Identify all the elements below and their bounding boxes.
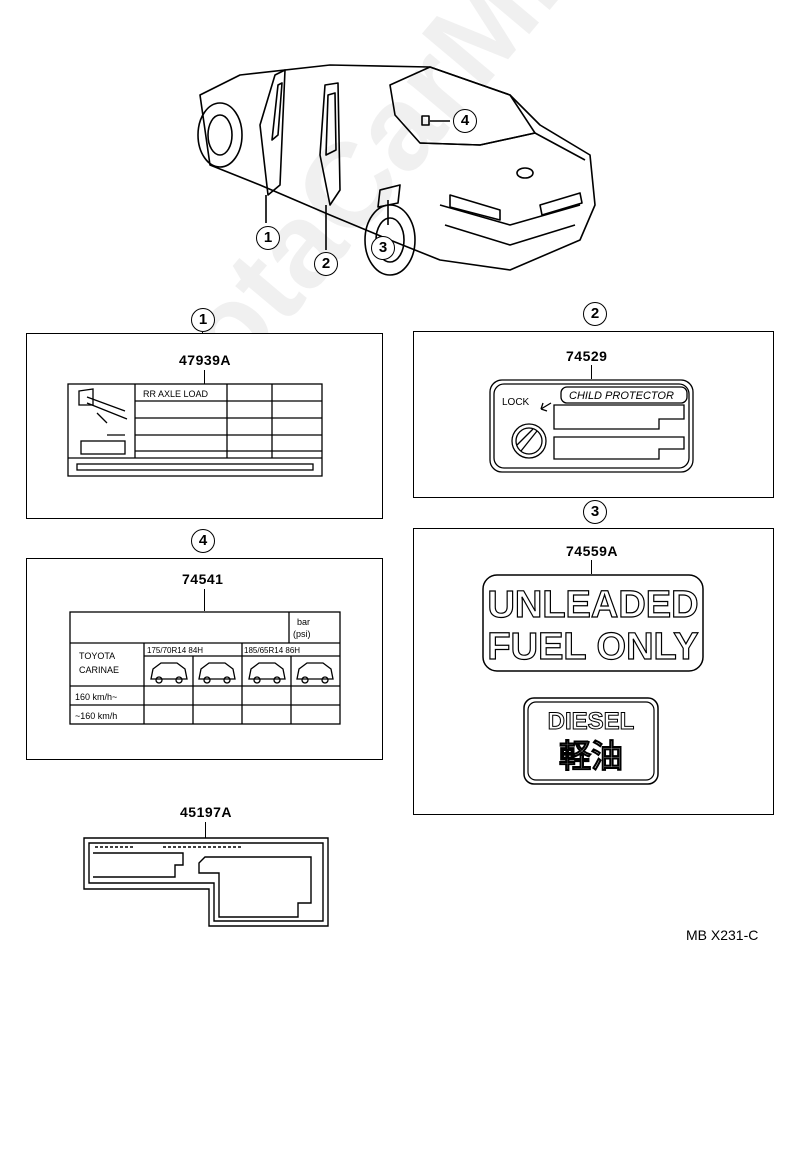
car-icon-2 <box>198 662 236 684</box>
label3-line1: UNLEADED <box>487 584 698 626</box>
rear-door <box>319 82 341 206</box>
label3-part-number: 74559A <box>566 543 619 559</box>
fuel-door <box>377 184 401 208</box>
label4-brand2: CARINAE <box>79 665 119 675</box>
label3-line2: FUEL ONLY <box>487 626 698 668</box>
callout-3: 3 <box>371 236 395 260</box>
label1-part-number: 47939A <box>179 352 232 368</box>
label2-title: CHILD PROTECTOR <box>569 390 674 402</box>
label5-sticker <box>83 837 329 927</box>
label4-brand1: TOYOTA <box>79 651 115 661</box>
callout-1: 1 <box>256 226 280 250</box>
label2-panel: 74529 LOCK CHILD PROTECTOR <box>413 331 774 498</box>
label4-speed1: 160 km/h~ <box>75 692 117 702</box>
label3-callout: 3 <box>583 500 607 524</box>
label3-panel: 74559A UNLEADED FUEL ONLY DIESEL 軽油 <box>413 528 774 815</box>
car-body <box>199 64 596 271</box>
callout-4: 4 <box>453 109 477 133</box>
label1-row-text: RR AXLE LOAD <box>143 389 209 399</box>
label4-unit2: (psi) <box>293 629 311 639</box>
figure-code: MB X231-C <box>686 927 759 943</box>
label4-panel: 74541 bar (psi) TOYOTA CARINAE 175/70R14… <box>26 558 383 760</box>
label4-part-number: 74541 <box>182 571 224 587</box>
car-icon-1 <box>150 662 188 684</box>
label1-panel: 47939A RR AXLE LOAD <box>26 333 383 519</box>
label4-speed2: ~160 km/h <box>75 711 117 721</box>
label3-diesel-sticker: DIESEL 軽油 <box>523 697 659 785</box>
label3-jp: 軽油 <box>559 738 623 774</box>
label2-callout: 2 <box>583 302 607 326</box>
label1-callout: 1 <box>191 308 215 332</box>
label3-unleaded-sticker: UNLEADED FUEL ONLY <box>482 574 704 672</box>
label1-sticker: RR AXLE LOAD <box>67 383 323 477</box>
label4-tire1: 175/70R14 84H <box>147 646 203 655</box>
label4-unit1: bar <box>297 617 310 627</box>
label4-sticker: bar (psi) TOYOTA CARINAE 175/70R14 84H 1… <box>69 611 341 725</box>
label5-part-number: 45197A <box>180 804 233 820</box>
label2-lock-text: LOCK <box>502 397 530 408</box>
callout-2: 2 <box>314 252 338 276</box>
label4-tire2: 185/65R14 86H <box>244 646 300 655</box>
label2-sticker: LOCK CHILD PROTECTOR <box>489 379 694 473</box>
label2-part-number: 74529 <box>566 348 608 364</box>
label4-callout: 4 <box>191 529 215 553</box>
label3-diesel: DIESEL <box>548 708 635 735</box>
car-icon-3 <box>248 662 286 684</box>
car-icon-4 <box>296 662 334 684</box>
front-door <box>259 69 286 196</box>
